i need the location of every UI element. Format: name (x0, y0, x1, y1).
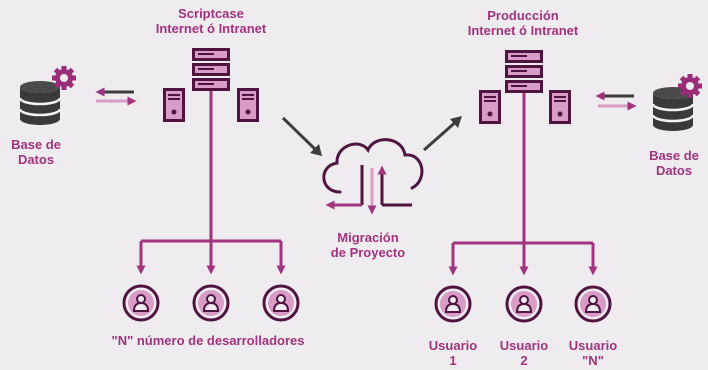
developers-label: "N" número de desarrolladores (111, 333, 305, 348)
migration-label-line2: de Proyecto (330, 245, 406, 260)
prod-database-label-line2: Datos (655, 163, 693, 178)
user-label-2: Usuario 2 (494, 338, 554, 368)
user-icons (434, 285, 612, 323)
user-label-n: Usuario "N" (563, 338, 623, 368)
cloud-icon (322, 138, 424, 215)
user-label-1-line1: Usuario (428, 338, 478, 353)
prod-connector-lines (448, 93, 598, 276)
migration-label: Migración de Proyecto (318, 230, 418, 260)
dev-database-label-line1: Base de (11, 137, 61, 152)
dev-title-subtitle: Internet ó Intranet (155, 21, 267, 36)
dev-database-icon (18, 66, 76, 127)
dev-title: Scriptcase Internet ó Intranet (151, 6, 271, 36)
dev-database-label: Base de Datos (0, 137, 72, 167)
migration-label-line1: Migración (337, 230, 399, 245)
prod-title-subtitle: Internet ó Intranet (467, 23, 579, 38)
user-label-2-line2: 2 (520, 353, 528, 368)
prod-title: Producción Internet ó Intranet (463, 8, 583, 38)
user-label-1-line2: 1 (449, 353, 457, 368)
dev-connector-lines (136, 91, 286, 275)
dev-title-name: Scriptcase (178, 6, 244, 21)
migration-flow-arrows-icon (281, 116, 462, 156)
user-label-n-line2: "N" (582, 353, 604, 368)
user-label-2-line1: Usuario (499, 338, 549, 353)
developer-icons (122, 284, 300, 322)
prod-database-icon (651, 74, 702, 133)
prod-db-link-arrows-icon (595, 91, 637, 111)
user-label-1: Usuario 1 (423, 338, 483, 368)
prod-database-label: Base de Datos (640, 148, 708, 178)
dev-database-label-line2: Datos (17, 152, 55, 167)
prod-database-label-line1: Base de (649, 148, 699, 163)
dev-db-link-arrows-icon (95, 87, 137, 106)
user-label-n-line1: Usuario (568, 338, 618, 353)
prod-title-name: Producción (487, 8, 559, 23)
